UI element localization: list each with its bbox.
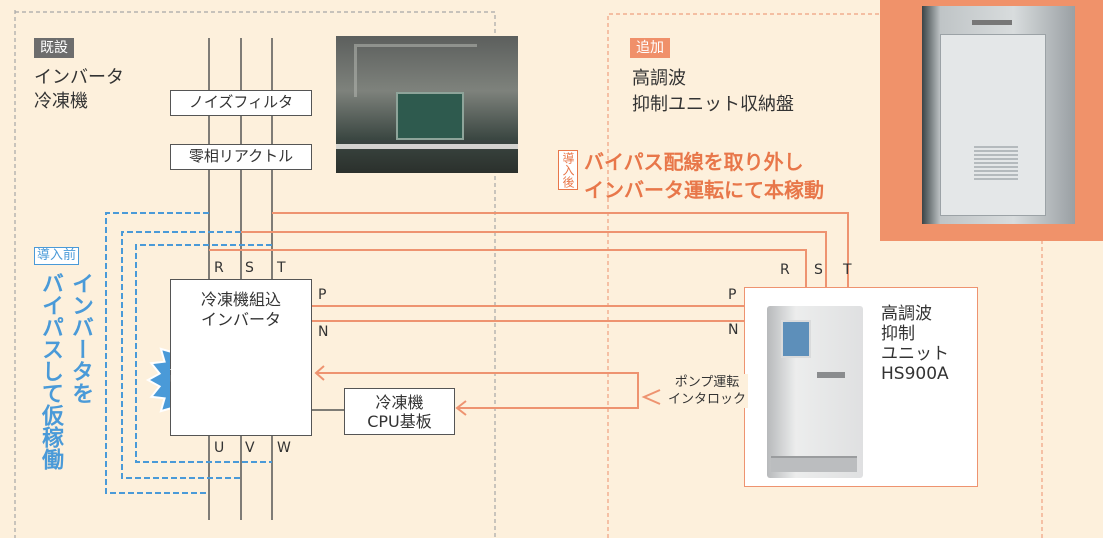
terminal-v: V <box>245 440 255 456</box>
added-title-line1: 高調波 <box>632 68 686 89</box>
added-title-line2: 抑制ユニット収納盤 <box>632 94 794 115</box>
harmonic-unit-line2: 抑制 <box>881 324 915 344</box>
before-tag: 導入前 <box>34 247 80 265</box>
harmonic-unit-line4: HS900A <box>881 364 949 384</box>
bypass-wiring <box>105 212 272 494</box>
inverter-box: 冷凍機組込 インバータ <box>170 279 312 436</box>
cpu-board-line1: 冷凍機 <box>375 393 424 412</box>
zero-phase-reactor-box: 零相リアクトル <box>170 144 312 170</box>
terminal-r: R <box>214 260 224 276</box>
existing-equipment-photo <box>336 36 518 173</box>
unit-terminal-r: R <box>780 262 790 278</box>
inverter-terminal-n: N <box>318 324 329 340</box>
harmonic-outflow-line2: 流出 <box>176 385 207 403</box>
harmonic-unit-line3: ユニット <box>881 344 949 364</box>
inverter-label-line2: インバータ <box>200 310 281 329</box>
hs900a-device-image <box>767 306 863 478</box>
cpu-board-line2: CPU基板 <box>367 412 432 431</box>
pump-interlock-line2: インタロック <box>668 392 747 407</box>
cabinet-photo <box>880 0 1103 241</box>
before-text-col2: バイパスして仮稼働 <box>38 272 63 470</box>
existing-title-line1: インバータ <box>34 67 124 88</box>
after-text-line2: インバータ運転にて本稼動 <box>584 178 824 202</box>
existing-title: インバータ 冷凍機 <box>34 66 124 114</box>
added-region-border <box>607 13 1043 538</box>
after-tag: 導入後 <box>558 150 578 190</box>
after-text: バイパス配線を取り外し インバータ運転にて本稼動 <box>584 148 824 204</box>
existing-tag: 既設 <box>34 38 74 58</box>
unit-terminal-n: N <box>728 322 739 338</box>
terminal-s: S <box>245 260 254 276</box>
harmonic-unit-box: 高調波 抑制 ユニット HS900A <box>744 287 978 487</box>
noise-filter-box: ノイズフィルタ <box>170 90 312 116</box>
added-tag: 追加 <box>630 38 670 58</box>
inverter-label-line1: 冷凍機組込 <box>200 290 281 309</box>
terminal-t: T <box>277 260 286 276</box>
before-text-col1: インバータを <box>68 272 93 404</box>
pump-interlock-line1: ポンプ運転 <box>674 375 740 390</box>
existing-title-line2: 冷凍機 <box>34 91 88 112</box>
harmonic-unit-label: 高調波 抑制 ユニット HS900A <box>881 304 949 384</box>
unit-terminal-s: S <box>814 262 823 278</box>
harmonic-outflow-label: 高調波 流出 <box>157 366 227 404</box>
cpu-board-box: 冷凍機 CPU基板 <box>344 388 455 435</box>
unit-terminal-t: T <box>843 262 852 278</box>
after-text-line1: バイパス配線を取り外し <box>584 150 804 174</box>
inverter-terminal-p: P <box>318 287 327 303</box>
harmonic-outflow-line1: 高調波 <box>169 366 215 384</box>
existing-region-border <box>14 10 496 538</box>
terminal-w: W <box>277 440 291 456</box>
terminal-u: U <box>214 440 225 456</box>
added-title: 高調波 抑制ユニット収納盤 <box>632 66 794 118</box>
pump-interlock-label: ポンプ運転 インタロック <box>666 374 749 408</box>
harmonic-unit-line1: 高調波 <box>881 304 932 324</box>
orange-wires <box>209 212 849 416</box>
unit-terminal-p: P <box>728 287 737 303</box>
after-tag-text: 導入後 <box>561 152 575 188</box>
